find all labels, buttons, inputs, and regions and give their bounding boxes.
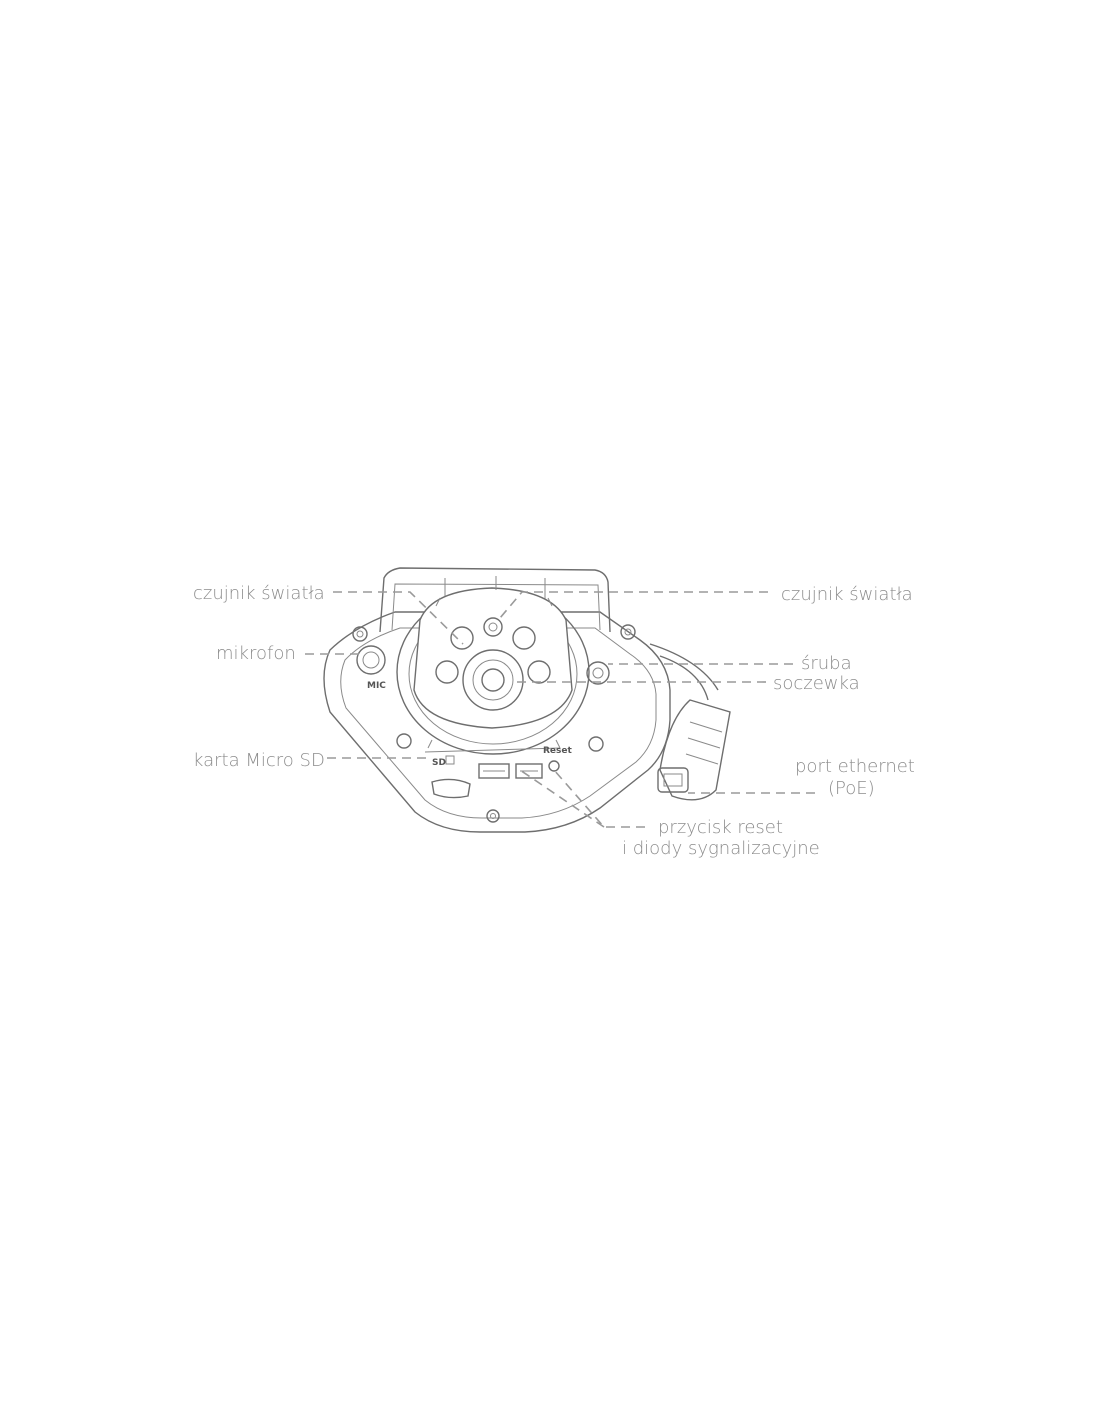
label-light-sensor-left: czujnik światła [193,583,325,604]
label-micro-sd: karta Micro SD [193,750,325,771]
lens-body [462,649,524,711]
ir-led-2 [512,626,536,650]
label-lens: soczewka [773,673,860,694]
reset-button [548,760,560,772]
leader-reset [519,769,645,828]
light-sensor-top [483,617,503,637]
boss-bottom-left [396,733,412,749]
ir-led-4 [527,660,551,684]
mount-bracket [379,567,611,633]
boss-top-right [620,624,636,640]
ethernet-connector [659,699,731,801]
microphone-body [356,645,386,675]
lens-housing [413,587,573,729]
boss-bottom-right [588,736,604,752]
lens-glass [481,668,505,692]
ir-led-1 [450,626,474,650]
screw-head [586,661,610,685]
reset-marking: Reset [543,746,572,756]
callouts: czujnik światła czujnik światła mikrofon… [193,583,915,859]
led-block-1 [478,763,510,779]
micro-sd-slot [431,778,471,799]
boss-top-left [352,626,368,642]
cable [649,643,719,701]
ethernet-port [657,767,689,793]
label-screw: śruba [801,653,852,674]
leader-light-sensor-right [499,591,768,619]
sd-marking: SD [432,758,446,768]
label-microphone: mikrofon [216,643,296,664]
label-reset-line2: i diody sygnalizacyjne [622,838,820,859]
mic-marking: MIC [367,681,386,691]
label-reset-line1: przycisk reset [658,817,783,838]
camera-drawing: MIC SD Reset [323,567,731,833]
ir-led-3 [435,660,459,684]
label-ethernet-line1: port ethernet [795,756,915,777]
label-ethernet-line2: (PoE) [828,778,875,799]
leader-lines [305,591,815,828]
led-block-2 [515,763,543,779]
label-light-sensor-right: czujnik światła [781,584,913,605]
leader-light-sensor-left [333,591,464,645]
boss-bottom-center [486,809,500,823]
